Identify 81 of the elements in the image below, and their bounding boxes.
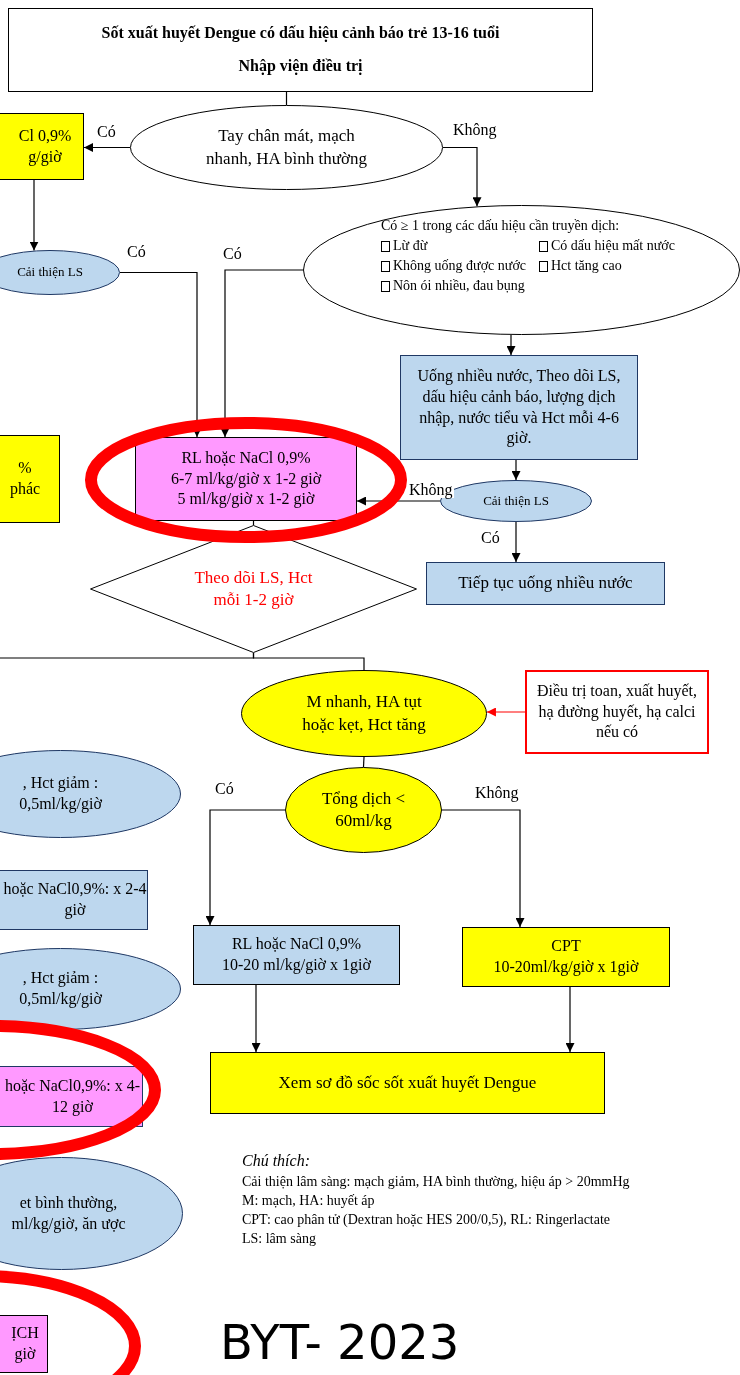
decision-ellipse xyxy=(241,670,487,757)
treatment-box xyxy=(0,113,84,180)
node-text: Tiếp tục uống nhiều nước xyxy=(458,572,633,595)
infusion-box xyxy=(193,925,400,985)
arrow xyxy=(442,146,482,207)
connector-line xyxy=(362,756,365,768)
arrow xyxy=(251,984,261,1053)
connector-line xyxy=(0,652,255,659)
arrow xyxy=(29,179,39,252)
node-text: , Hct giảm : 0,5ml/kg/giờ xyxy=(18,968,103,1010)
node-text: Cải thiện LS xyxy=(483,492,549,510)
node-text: Sốt xuất huyết Dengue có dấu hiệu cảnh báo trẻ 13-16 tuổi xyxy=(101,23,500,44)
node-text: RL hoặc NaCl 0,9% xyxy=(231,934,362,955)
arrow xyxy=(506,334,516,356)
infusion-box xyxy=(0,1066,143,1127)
node-text: Tổng dịch < 60ml/kg xyxy=(320,787,407,832)
node-text: % phác xyxy=(8,458,42,500)
connector-line xyxy=(252,520,255,526)
edge-label: Không xyxy=(474,785,520,801)
node-text: Uống nhiều nước, Theo dõi LS, dấu hiệu cảnh báo, lượng dịch nhập, nước tiểu và Hct mỗi 4-6 giờ. xyxy=(416,365,622,449)
node-text: hoặc NaCl0,9%: x 4-12 giờ xyxy=(3,1075,142,1118)
arrow xyxy=(205,809,286,926)
node-text: Có dấu hiệu mất nước xyxy=(551,237,675,255)
node-text: Cl 0,9% g/giờ xyxy=(17,125,73,168)
edge-label: Có xyxy=(126,244,147,260)
title-box xyxy=(8,8,593,92)
note-box xyxy=(525,670,709,754)
edge-label: Có xyxy=(480,530,501,546)
node-text: Nhập viện điều trị xyxy=(238,56,363,77)
infusion-box xyxy=(462,927,670,987)
node-text: et bình thường, ml/kg/giờ, ăn ược xyxy=(10,1192,127,1235)
node-text: Theo dõi LS, Hct mỗi 1-2 giờ xyxy=(193,566,314,611)
node-text: RL hoặc NaCl 0,9% xyxy=(181,447,311,468)
reference-box xyxy=(210,1052,605,1114)
node-text: Điều trị toan, xuất huyết, hạ đường huyết, hạ calci nếu có xyxy=(536,680,698,743)
infusion-box xyxy=(0,870,148,930)
arrow xyxy=(511,459,521,481)
node-text: M nhanh, HA tụt hoặc kẹt, Hct tăng xyxy=(301,691,427,736)
node-text: Xem sơ đồ sốc sốt xuất huyết Dengue xyxy=(278,1071,537,1094)
arrow xyxy=(220,269,304,438)
process-box xyxy=(426,562,665,605)
arrow xyxy=(486,707,526,717)
arrow xyxy=(511,521,521,563)
node-text: CPT xyxy=(551,936,581,957)
decision-ellipse xyxy=(303,205,740,335)
edge-label: Có xyxy=(222,246,243,262)
decision-ellipse xyxy=(285,767,442,853)
node-text: Lừ đừ xyxy=(393,237,428,255)
edge-label: Có xyxy=(214,781,235,797)
node-text: Có ≥ 1 trong các dấu hiệu cần truyền dịch: xyxy=(381,217,621,235)
node-text: Nôn ói nhiều, đau bụng xyxy=(393,277,525,295)
note-text: LS: lâm sàng xyxy=(242,1230,317,1248)
node-text: ỊCH giờ xyxy=(10,1323,40,1365)
node-text: Cải thiện LS xyxy=(17,264,83,281)
node-text: Hct tăng cao xyxy=(551,257,622,275)
footer-text: BYT- 2023 xyxy=(220,1318,460,1366)
node-text: 10-20 ml/kg/giờ x 1giờ xyxy=(222,955,371,976)
note-text: M: mạch, HA: huyết áp xyxy=(242,1192,376,1210)
arrow xyxy=(83,143,131,152)
node-text: , Hct giảm : 0,5ml/kg/giờ xyxy=(18,773,103,815)
arrow xyxy=(119,271,202,438)
edge-label: Không xyxy=(452,122,498,138)
node-text: Không uống được nước xyxy=(393,257,527,275)
monitor-diamond xyxy=(90,525,417,653)
note-text: Cải thiện lâm sàng: mạch giảm, HA bình thường, hiệu áp > 20mmHg xyxy=(242,1173,631,1191)
edge-label: Có xyxy=(96,124,117,140)
node-text: 5 ml/kg/giờ x 1-2 giờ xyxy=(177,489,315,510)
infusion-box xyxy=(135,437,357,521)
node-text: 10-20ml/kg/giờ x 1giờ xyxy=(493,957,639,978)
node-text: Tay chân mát, mạch nhanh, HA bình thường xyxy=(205,125,368,170)
treatment-box xyxy=(0,435,60,523)
process-box xyxy=(400,355,638,460)
note-text: Chú thích: xyxy=(242,1151,311,1171)
node-text: hoặc NaCl0,9%: x 2-4 giờ xyxy=(3,879,147,921)
node-text: 6-7 ml/kg/giờ x 1-2 giờ xyxy=(170,468,322,490)
arrow xyxy=(565,986,575,1053)
infusion-box xyxy=(0,1315,48,1373)
arrow xyxy=(441,809,525,928)
decision-ellipse xyxy=(130,105,443,190)
edge-label: Không xyxy=(408,482,454,498)
note-text: CPT: cao phân tử (Dextran hoặc HES 200/0,5), RL: Ringerlactate xyxy=(242,1211,612,1229)
